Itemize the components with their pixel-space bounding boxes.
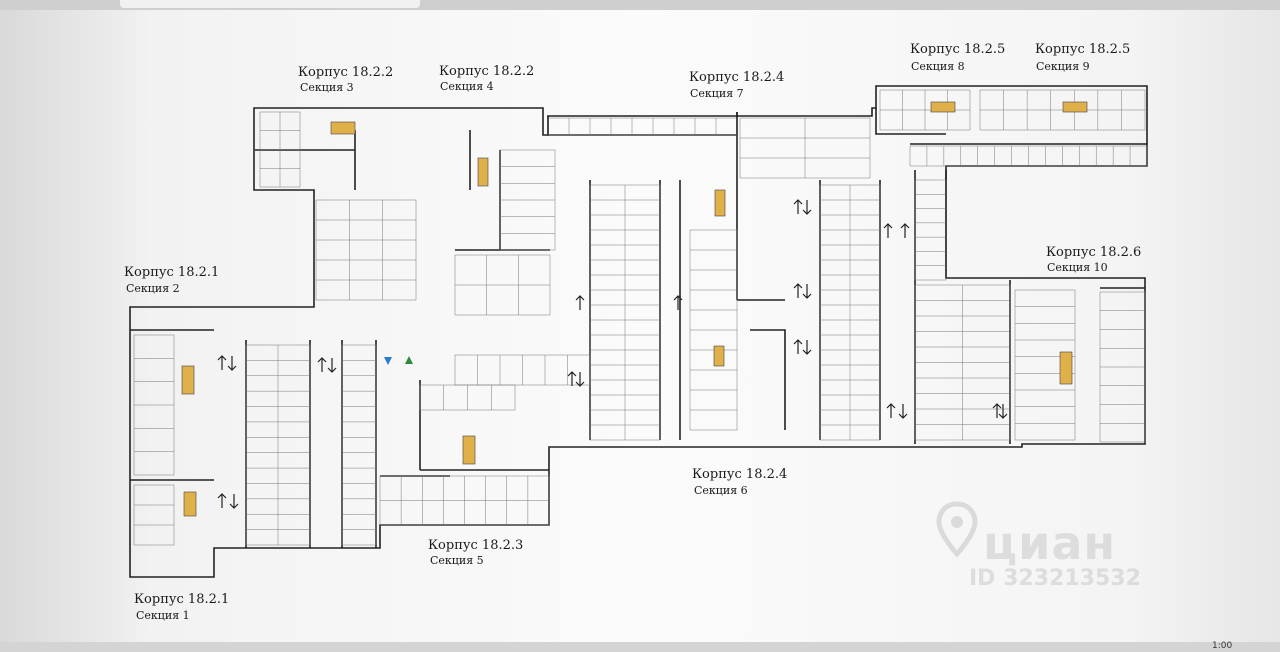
stall-block — [1014, 289, 1076, 441]
section-label-b6s10: Секция 10 — [1047, 261, 1108, 274]
stall-block — [133, 484, 175, 546]
interior-partitions — [130, 112, 1147, 548]
exit-markers — [384, 356, 413, 365]
corpus-label-b5s8: Корпус 18.2.5 — [910, 42, 1005, 57]
corpus-label-b4s6: Корпус 18.2.4 — [692, 467, 787, 482]
section-label-b2s4: Секция 4 — [440, 80, 494, 93]
section-label-b5s8: Секция 8 — [911, 60, 965, 73]
stall-block — [547, 117, 738, 136]
stall-block — [914, 179, 947, 281]
taskbar-clock: 1:00 — [1212, 641, 1233, 651]
section-labels: Корпус 18.2.1 Секция 2 Корпус 18.2.2 Сек… — [124, 42, 1141, 622]
taskbar — [0, 642, 1280, 652]
corpus-label-b4s7: Корпус 18.2.4 — [689, 70, 784, 85]
corpus-label-b1s1: Корпус 18.2.1 — [134, 592, 229, 607]
corpus-label-b1s2: Корпус 18.2.1 — [124, 265, 219, 280]
location-pin-icon — [936, 501, 978, 558]
corpus-label-b2s4: Корпус 18.2.2 — [439, 64, 534, 79]
section-label-b4s7: Секция 7 — [690, 87, 744, 100]
browser-tab[interactable] — [120, 0, 420, 8]
corpus-label-b6s10: Корпус 18.2.6 — [1046, 245, 1141, 260]
section-label-b5s9: Секция 9 — [1036, 60, 1090, 73]
traffic-arrows — [217, 199, 1008, 509]
section-label-b1s1: Секция 1 — [136, 609, 190, 622]
corpus-label-b3s5: Корпус 18.2.3 — [428, 538, 523, 553]
browser-tab-strip — [0, 0, 1280, 10]
stall-block — [315, 199, 417, 301]
watermark-brand: циан — [983, 516, 1117, 570]
watermark-id: ID 323213532 — [969, 566, 1141, 591]
watermark: циан ID 323213532 — [935, 500, 1165, 600]
corpus-label-b5s9: Корпус 18.2.5 — [1035, 42, 1130, 57]
stairwells — [181, 101, 1088, 517]
parking-stalls — [133, 89, 1148, 546]
section-label-b3s5: Секция 5 — [430, 554, 484, 567]
section-label-b2s3: Секция 3 — [300, 81, 354, 94]
stall-block — [341, 344, 377, 546]
section-label-b4s6: Секция 6 — [694, 484, 748, 497]
corpus-label-b2s3: Корпус 18.2.2 — [298, 65, 393, 80]
section-label-b1s2: Секция 2 — [126, 282, 180, 295]
